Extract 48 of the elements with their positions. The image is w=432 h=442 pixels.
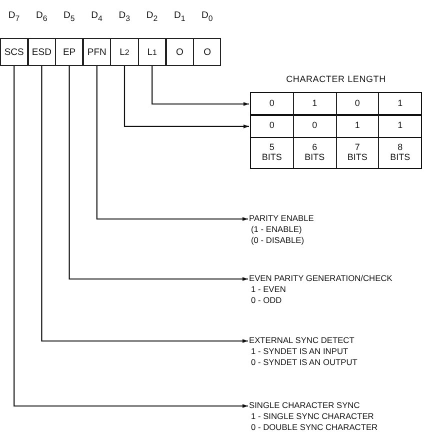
table-cell: 0 [251, 93, 294, 115]
table-cell-text: 1 [396, 97, 404, 110]
register-bit-cell: EP [55, 38, 84, 66]
field-title: PARITY ENABLE [249, 213, 314, 224]
bit-label: D$_{5}$ [62, 10, 76, 23]
option-text: 1 - EVEN [250, 284, 286, 295]
table-cell: 0 [251, 115, 294, 138]
arrow [124, 66, 249, 128]
bit-label: D$_{4}$ [90, 10, 104, 23]
option-text: 0 - SYNDET IS AN OUTPUT [250, 357, 358, 368]
register-bit-cell: O [166, 38, 194, 66]
table-cell: 5 BITS [251, 138, 294, 168]
register-bit-cell: SCS [0, 38, 28, 66]
bit-label: D$_{6}$ [34, 10, 48, 23]
table-row [250, 114, 422, 138]
table-cell-text: 8 BITS [389, 140, 412, 164]
arrow [68, 66, 248, 281]
register-bit-cell: PFN [82, 38, 111, 66]
option-text: (1 - ENABLE) [250, 224, 302, 235]
bit-label: D$_{2}$ [145, 10, 159, 23]
table-cell-text: 1 [396, 119, 404, 132]
table-cell: 1 [294, 93, 336, 115]
option-text: (0 - DISABLE) [250, 235, 304, 246]
table-cell: 6 BITS [294, 138, 336, 168]
table-cell: 0 [336, 93, 380, 115]
option-text: 1 - SINGLE SYNC CHARACTER [250, 411, 374, 422]
bit-label: D$_{7}$ [7, 10, 21, 23]
option-text: 0 - ODD [250, 295, 282, 306]
table-title: CHARACTER LENGTH [285, 74, 387, 84]
bit-label: D$_{1}$ [172, 10, 186, 23]
arrow [152, 66, 249, 106]
bit-label: D$_{0}$ [200, 10, 214, 23]
table-cell: 1 [336, 115, 380, 138]
arrow [14, 66, 248, 408]
arrow [96, 66, 248, 221]
bit-label: D$_{3}$ [118, 10, 132, 23]
field-title: SINGLE CHARACTER SYNC [249, 400, 360, 411]
field-title: EXTERNAL SYNC DETECT [249, 335, 354, 346]
register-bit-cell: O [193, 38, 222, 66]
option-text: 0 - DOUBLE SYNC CHARACTER [250, 422, 378, 433]
table-row [250, 136, 422, 169]
table-cell: 7 BITS [336, 138, 380, 168]
table-row [250, 92, 422, 116]
register-bit-cell: ESD [28, 38, 56, 66]
option-text: 1 - SYNDET IS AN INPUT [250, 346, 348, 357]
table-cell: 0 [294, 115, 336, 138]
arrow [41, 66, 248, 343]
field-title: EVEN PARITY GENERATION/CHECK [249, 273, 392, 284]
